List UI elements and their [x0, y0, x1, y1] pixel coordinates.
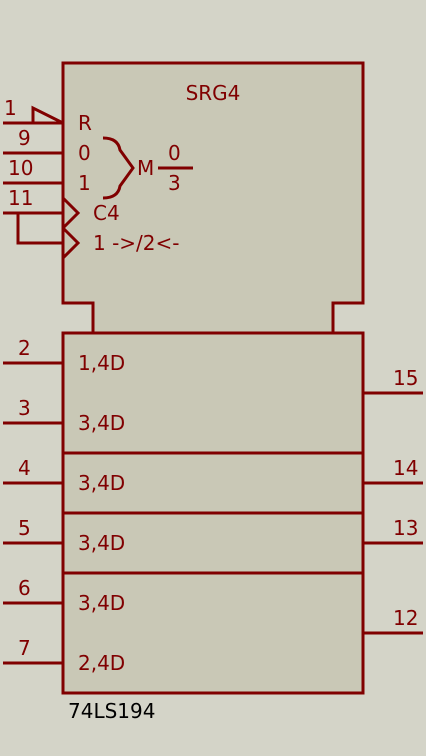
- shift-clock-marker: [61, 226, 81, 260]
- data-cell-1[interactable]: [61, 331, 365, 455]
- shift-direction-label: 1 ->/2<-: [93, 231, 180, 255]
- pin-14-number: 14: [393, 456, 418, 480]
- mode-label: M: [137, 156, 154, 180]
- mode-range-low: 0: [168, 141, 181, 165]
- pin-13-number: 13: [393, 516, 418, 540]
- pin-15-number: 15: [393, 366, 418, 390]
- pin-4-number: 4: [18, 456, 31, 480]
- pin-5-number: 5: [18, 516, 31, 540]
- mode-input-0-label: 0: [78, 141, 91, 165]
- pin-3-number: 3: [18, 396, 31, 420]
- clock-feedback-wire: [16, 213, 63, 245]
- clock-label: C4: [93, 201, 120, 225]
- pin-11-number: 11: [8, 186, 33, 210]
- cell-label-4: 3,4D: [78, 531, 125, 555]
- cell-label-1: 1,4D: [78, 351, 125, 375]
- pin-12-number: 12: [393, 606, 418, 630]
- c4-clock-marker: [61, 196, 81, 230]
- part-name: 74LS194: [68, 699, 155, 723]
- pin-9-number: 9: [18, 126, 31, 150]
- pin-6-number: 6: [18, 576, 31, 600]
- cell-label-2: 3,4D: [78, 411, 125, 435]
- mode-range-high: 3: [168, 171, 181, 195]
- pin-7-number: 7: [18, 636, 31, 660]
- cell-label-5: 3,4D: [78, 591, 125, 615]
- pin-2-number: 2: [18, 336, 31, 360]
- pin-1-number: 1: [4, 96, 17, 120]
- reset-label: R: [78, 111, 92, 135]
- pin-10-number: 10: [8, 156, 33, 180]
- cell-label-6: 2,4D: [78, 651, 125, 675]
- data-cell-4[interactable]: [61, 571, 365, 695]
- cell-label-3: 3,4D: [78, 471, 125, 495]
- block-title: SRG4: [186, 81, 241, 105]
- mode-brace: [102, 136, 135, 200]
- data-cell-3[interactable]: [61, 511, 365, 575]
- reset-negation-triangle: [31, 105, 64, 125]
- mode-input-1-label: 1: [78, 171, 91, 195]
